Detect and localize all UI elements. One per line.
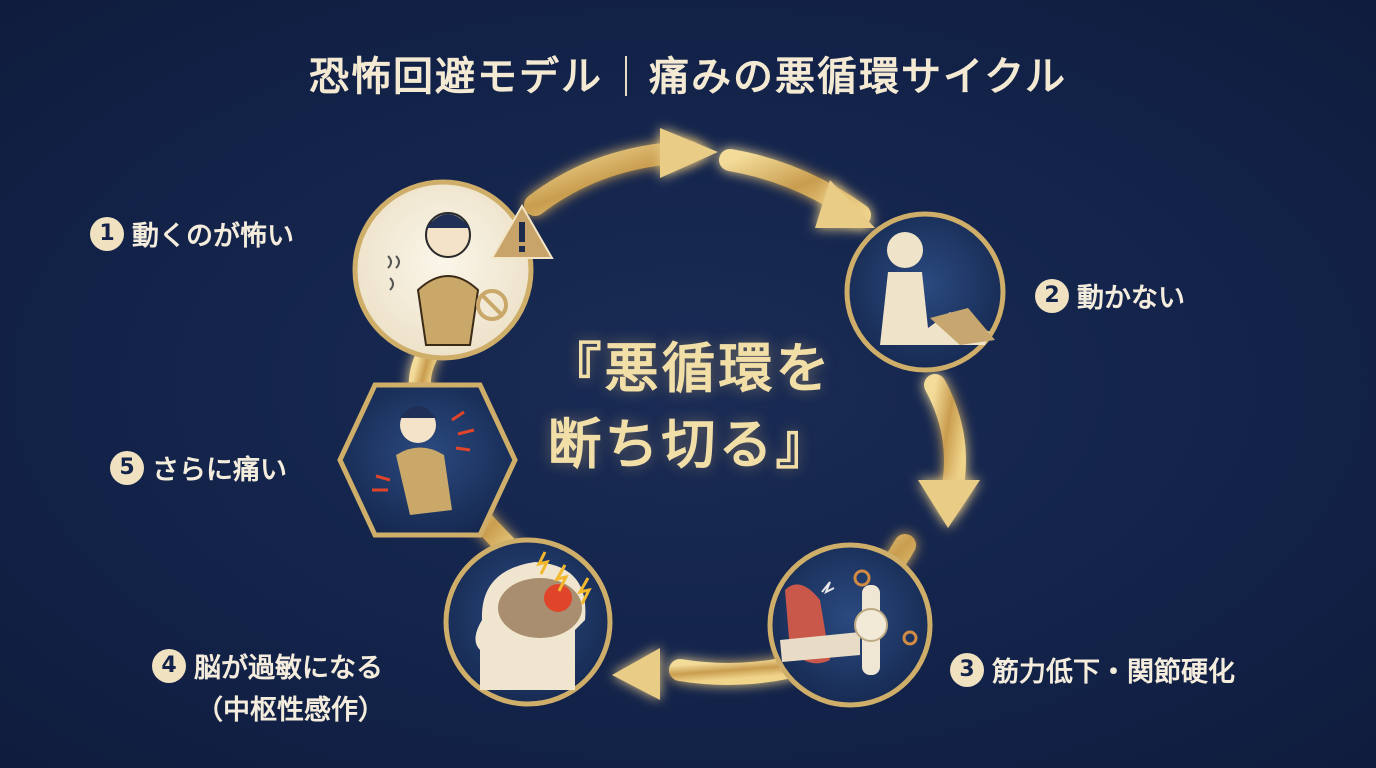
warning-icon — [490, 203, 554, 259]
arrow-head-right — [918, 480, 980, 528]
step-4-illustration — [443, 537, 613, 707]
step-2-label: 2 動かない — [1035, 276, 1185, 315]
arrow-head-right-top — [815, 180, 875, 228]
center-line-1: 『悪循環を — [547, 336, 833, 400]
gear-icon — [853, 569, 918, 646]
center-message: 『悪循環を 断ち切る』 — [520, 330, 860, 482]
step-4-label: 4 脳が過敏になる — [152, 646, 383, 685]
step-1-label: 1 動くのが怖い — [90, 214, 294, 253]
step-5-illustration — [337, 382, 518, 538]
step-5-label: 5 さらに痛い — [110, 448, 287, 487]
no-entry-icon — [476, 289, 508, 321]
center-line-2: 断ち切る』 — [547, 412, 833, 476]
title-right: 痛みの悪循環サイクル — [649, 53, 1067, 100]
step-4-sublabel: （中枢性感作） — [196, 695, 385, 726]
step-3-number: 3 — [950, 652, 984, 687]
step-3-text: 筋力低下・関節硬化 — [992, 657, 1235, 688]
step-2-illustration — [844, 211, 1006, 373]
step-1-text: 動くのが怖い — [132, 221, 294, 252]
step-2-text: 動かない — [1077, 283, 1185, 314]
step-3-label: 3 筋力低下・関節硬化 — [950, 650, 1235, 689]
page-title: 恐怖回避モデル痛みの悪循環サイクル — [0, 44, 1376, 102]
arrow-head-top — [660, 128, 718, 178]
title-separator — [625, 56, 627, 96]
step-4-number: 4 — [152, 648, 186, 683]
step-1-number: 1 — [90, 216, 124, 251]
lightning-icon — [821, 581, 835, 595]
step-2-number: 2 — [1035, 278, 1069, 313]
title-left: 恐怖回避モデル — [309, 53, 603, 100]
arrow-head-bottom — [612, 648, 660, 700]
step-1-illustration — [352, 179, 534, 361]
step-5-number: 5 — [110, 450, 144, 485]
step-4-text: 脳が過敏になる — [194, 653, 383, 684]
step-5-text: さらに痛い — [152, 455, 287, 486]
cycle-arrows — [612, 128, 980, 700]
step-3-illustration — [767, 542, 933, 708]
